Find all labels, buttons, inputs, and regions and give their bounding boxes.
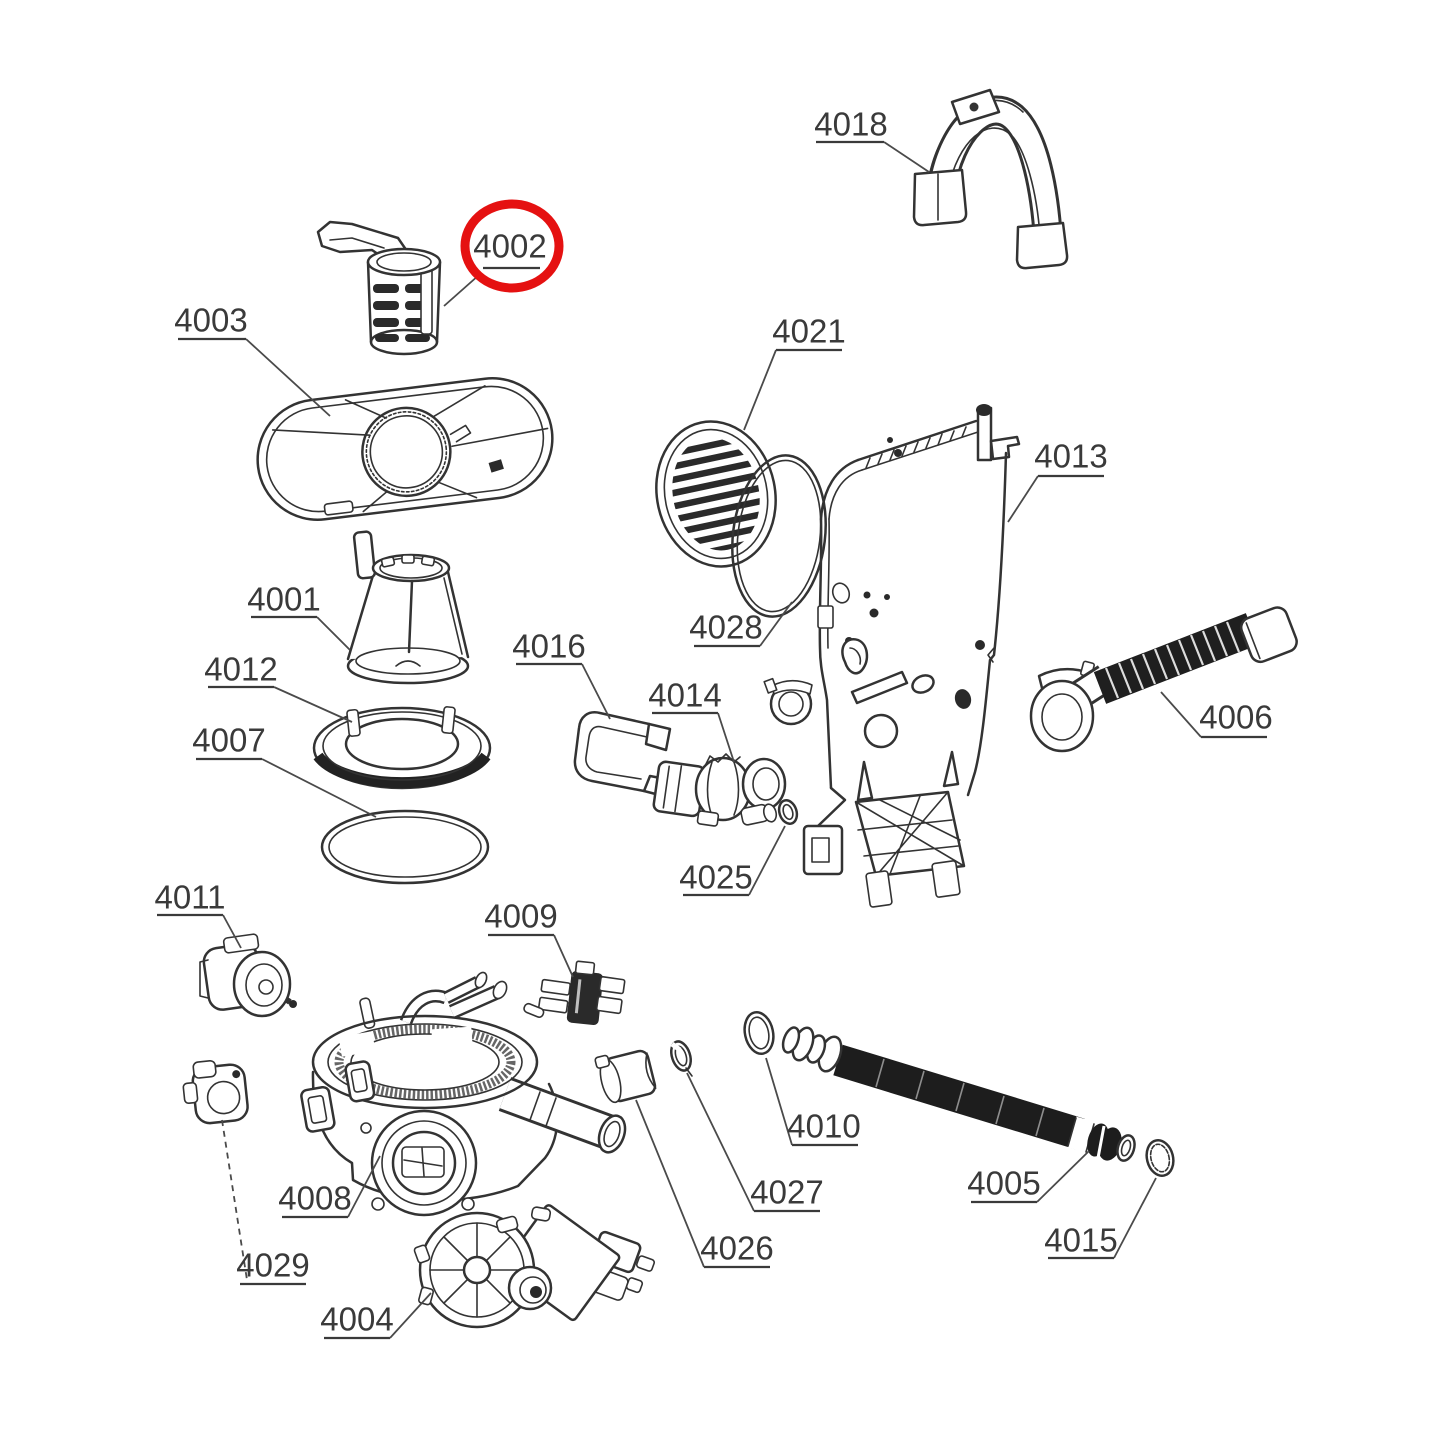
- part-label-4013: 4013: [1034, 438, 1107, 475]
- part-4007-o-ring: [320, 809, 490, 885]
- part-4014-valve: [652, 753, 787, 827]
- part-4027-clip: [670, 1040, 693, 1077]
- part-label-4005: 4005: [967, 1165, 1040, 1202]
- part-4008-sump: [300, 971, 627, 1217]
- part-label-4012: 4012: [204, 651, 277, 688]
- part-4006-hose: [1029, 606, 1298, 753]
- part-4012-seal-ring: [312, 706, 492, 790]
- highlight-circle: [460, 199, 564, 293]
- part-label-4028: 4028: [689, 609, 762, 646]
- part-4002-micro-filter: [316, 220, 442, 356]
- part-4028-gasket: [731, 454, 827, 618]
- part-label-4026: 4026: [700, 1230, 773, 1267]
- part-4015-clamp-ring: [1145, 1139, 1175, 1177]
- part-4025-seal: [777, 799, 799, 825]
- part-label-4004: 4004: [320, 1301, 393, 1338]
- part-label-4025: 4025: [679, 859, 752, 896]
- part-label-4011: 4011: [155, 879, 226, 916]
- part-label-4002: 4002: [473, 228, 546, 265]
- part-label-4010: 4010: [787, 1108, 860, 1145]
- part-label-4014: 4014: [648, 677, 721, 714]
- part-4010-o-ring: [743, 1011, 775, 1055]
- part-label-4003: 4003: [174, 302, 247, 339]
- part-4021-vent-cover: [655, 420, 777, 568]
- part-4013-panel: [763, 404, 1021, 908]
- part-4003-filter-plate: [256, 377, 554, 521]
- part-label-4015: 4015: [1044, 1222, 1117, 1259]
- part-4001-filter-base: [346, 530, 470, 685]
- part-4029-check-valve: [182, 1059, 249, 1125]
- part-label-4007: 4007: [192, 722, 265, 759]
- part-label-4008: 4008: [278, 1180, 351, 1217]
- part-4005-drain-hose: [781, 1026, 1136, 1162]
- part-label-4027: 4027: [750, 1174, 823, 1211]
- part-4026-coupler: [594, 1049, 657, 1104]
- part-4018-vent-hose: [912, 88, 1069, 270]
- part-label-4029: 4029: [236, 1247, 309, 1284]
- leader-lines: [157, 140, 1267, 1340]
- part-label-4021: 4021: [772, 313, 845, 350]
- part-label-4016: 4016: [512, 628, 585, 665]
- part-label-4001: 4001: [247, 581, 320, 618]
- part-label-4009: 4009: [484, 898, 557, 935]
- part-4011-motor: [199, 933, 297, 1018]
- part-4004-pump: [413, 1204, 656, 1329]
- part-label-4018: 4018: [814, 106, 887, 143]
- part-label-4006: 4006: [1199, 699, 1272, 736]
- part-labels: 4018 4002 4003 4021 4013 4001 4028 4016 …: [155, 106, 1273, 1338]
- part-4009-switch: [523, 960, 626, 1026]
